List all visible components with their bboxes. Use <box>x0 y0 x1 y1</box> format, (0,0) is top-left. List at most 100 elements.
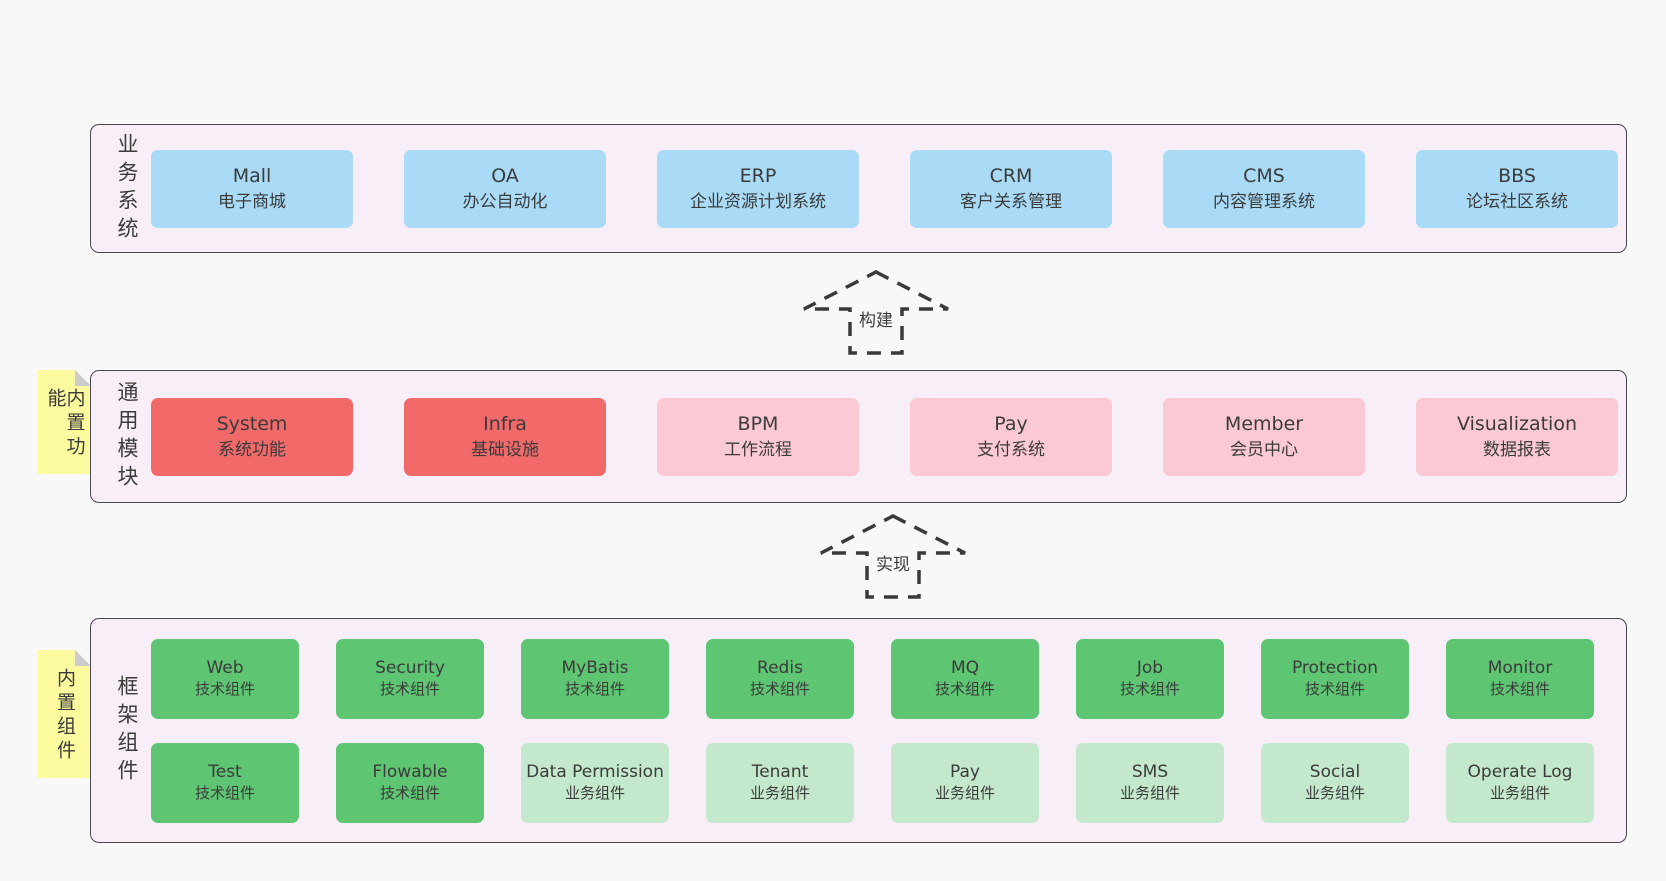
note-label: 内置组件 <box>54 668 76 764</box>
module-desc: 技术组件 <box>1304 680 1365 699</box>
box-system: System 系统功能 <box>151 397 353 476</box>
module-name: Social <box>1309 761 1361 782</box>
module-desc: 工作流程 <box>724 439 792 460</box>
module-name: Data Permission <box>526 761 664 782</box>
module-name: System <box>216 413 288 436</box>
box-pay: Pay 支付系统 <box>910 397 1112 476</box>
module-desc: 基础设施 <box>471 439 539 460</box>
module-name: Web <box>206 657 244 678</box>
sticky-note-built-in-features: 内置功能 <box>38 370 91 474</box>
box-data-permission: Data Permission 业务组件 <box>521 742 669 823</box>
box-mq: MQ 技术组件 <box>891 638 1039 719</box>
module-desc: 技术组件 <box>934 680 995 699</box>
module-name: Protection <box>1291 657 1378 678</box>
module-name: Pay <box>994 413 1028 436</box>
box-redis: Redis 技术组件 <box>706 638 854 719</box>
band-label: 框架组件 <box>115 674 139 787</box>
module-name: BPM <box>737 413 779 436</box>
module-desc: 业务组件 <box>564 784 625 803</box>
module-name: ERP <box>739 165 777 188</box>
box-member: Member 会员中心 <box>1163 397 1365 476</box>
box-infra: Infra 基础设施 <box>404 397 606 476</box>
box-protection: Protection 技术组件 <box>1261 638 1409 719</box>
module-desc: 数据报表 <box>1483 439 1551 460</box>
dashed-up-arrow-icon <box>803 270 949 355</box>
module-name: SMS <box>1131 761 1169 782</box>
box-bbs: BBS 论坛社区系统 <box>1416 149 1618 228</box>
module-desc: 业务组件 <box>1489 784 1550 803</box>
module-name: Tenant <box>751 761 809 782</box>
module-desc: 系统功能 <box>218 439 286 460</box>
note-folded-corner-icon <box>75 650 91 666</box>
module-desc: 电子商城 <box>218 191 286 212</box>
module-name: Visualization <box>1456 413 1577 436</box>
module-desc: 办公自动化 <box>462 191 548 212</box>
sticky-note-built-in-components: 内置组件 <box>38 650 91 778</box>
band-rows: System 系统功能 Infra 基础设施 BPM 工作流程 Pay 支付系统 Member 会… <box>151 397 1632 476</box>
module-name: Job <box>1136 657 1164 678</box>
band-label: 业务系统 <box>115 132 139 245</box>
module-name: MyBatis <box>561 657 629 678</box>
module-desc: 技术组件 <box>194 680 255 699</box>
module-name: Redis <box>757 657 803 678</box>
arrow-label: 实现 <box>872 548 914 577</box>
module-desc: 会员中心 <box>1230 439 1298 460</box>
box-visualization: Visualization 数据报表 <box>1416 397 1618 476</box>
box-web: Web 技术组件 <box>151 638 299 719</box>
box-oa: OA 办公自动化 <box>404 149 606 228</box>
implement-arrow: 实现 <box>818 512 968 600</box>
module-name: Infra <box>483 413 527 436</box>
note-folded-corner-icon <box>75 370 91 386</box>
build-arrow: 构建 <box>801 268 951 356</box>
box-cms: CMS 内容管理系统 <box>1163 149 1365 228</box>
module-name: Monitor <box>1487 657 1553 678</box>
module-desc: 支付系统 <box>977 439 1045 460</box>
module-name: MQ <box>950 657 980 678</box>
module-name: CMS <box>1243 165 1285 188</box>
module-name: BBS <box>1498 165 1536 188</box>
box-bpm: BPM 工作流程 <box>657 397 859 476</box>
band-common-modules: 通用模块 System 系统功能 Infra 基础设施 BPM 工作流程 Pay 支付系统 Me… <box>90 370 1627 503</box>
arrow-label: 构建 <box>855 304 897 333</box>
module-desc: 内容管理系统 <box>1213 191 1315 212</box>
box-test: Test 技术组件 <box>151 742 299 823</box>
module-name: Test <box>208 761 242 782</box>
module-name: OA <box>491 165 519 188</box>
module-desc: 技术组件 <box>1119 680 1180 699</box>
box-job: Job 技术组件 <box>1076 638 1224 719</box>
module-desc: 企业资源计划系统 <box>690 191 826 212</box>
module-desc: 技术组件 <box>1489 680 1550 699</box>
module-name: Security <box>375 657 445 678</box>
box-security: Security 技术组件 <box>336 638 484 719</box>
band-label: 通用模块 <box>115 380 139 493</box>
module-desc: 论坛社区系统 <box>1466 191 1568 212</box>
box-monitor: Monitor 技术组件 <box>1446 638 1594 719</box>
box-erp: ERP 企业资源计划系统 <box>657 149 859 228</box>
note-label: 内置功能 <box>44 388 86 460</box>
module-desc: 客户关系管理 <box>960 191 1062 212</box>
box-tenant: Tenant 业务组件 <box>706 742 854 823</box>
module-name: Flowable <box>372 761 448 782</box>
module-name: CRM <box>989 165 1033 188</box>
module-desc: 技术组件 <box>194 784 255 803</box>
box-sms: SMS 业务组件 <box>1076 742 1224 823</box>
module-desc: 业务组件 <box>749 784 810 803</box>
module-desc: 技术组件 <box>749 680 810 699</box>
module-desc: 业务组件 <box>1119 784 1180 803</box>
module-name: Member <box>1224 413 1304 436</box>
box-crm: CRM 客户关系管理 <box>910 149 1112 228</box>
module-desc: 技术组件 <box>379 680 440 699</box>
